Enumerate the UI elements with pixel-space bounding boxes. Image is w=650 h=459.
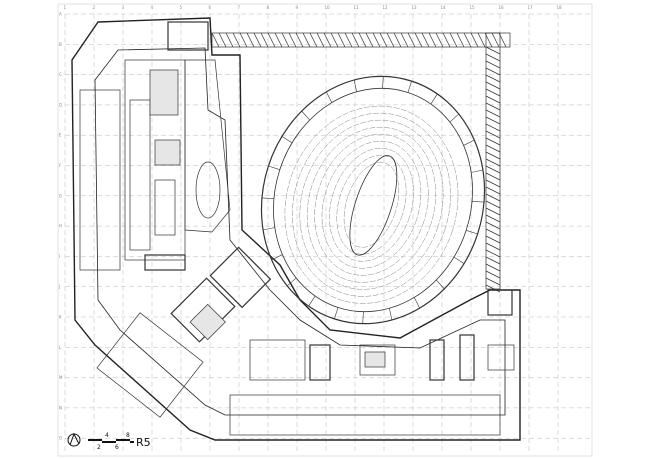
wall-segment xyxy=(362,311,364,324)
grid-column-label: 14 xyxy=(441,5,447,10)
wall-segment xyxy=(268,165,280,171)
grid-row-label: K xyxy=(59,315,62,320)
seating-row xyxy=(336,155,407,255)
wall-segment xyxy=(389,308,393,321)
grid-row-label: D xyxy=(59,102,62,107)
grid-row-label: N xyxy=(59,405,62,410)
seating-row xyxy=(299,119,444,290)
grid-row-label: G xyxy=(59,193,62,198)
grid-column-label: 10 xyxy=(325,5,331,10)
grid-column-label: 17 xyxy=(528,5,534,10)
wall-segment xyxy=(436,279,445,290)
grid-column-label: 2 xyxy=(93,5,96,10)
grid-row-label: C xyxy=(59,72,62,77)
wall-segment xyxy=(430,93,438,105)
grid-column-label: 6 xyxy=(209,5,212,10)
scale-tick-4: 4 xyxy=(105,432,109,439)
wall-segment xyxy=(287,277,297,287)
auditorium xyxy=(260,75,486,325)
grid-row-label: F xyxy=(59,163,62,168)
grid-column-label: 7 xyxy=(238,5,241,10)
wall-segment xyxy=(453,256,465,264)
grid-column-label: 16 xyxy=(499,5,505,10)
grid-row-label: M xyxy=(59,375,63,380)
grid-row-label: B xyxy=(59,42,62,47)
auditorium-inner-wall xyxy=(273,87,473,313)
wall-segment xyxy=(353,79,357,92)
grid-column-label: 8 xyxy=(267,5,270,10)
scale-tick-8: 8 xyxy=(126,432,130,439)
grid-column-label: 11 xyxy=(354,5,360,10)
wall-segment xyxy=(407,81,412,93)
grid-row-label: I xyxy=(59,254,60,259)
wall-segment xyxy=(301,110,310,121)
wall-segment xyxy=(413,297,420,309)
wall-segment xyxy=(471,169,483,173)
grid-column-label: 3 xyxy=(122,5,125,10)
wall-segment xyxy=(382,76,384,89)
grid-column-label: 12 xyxy=(383,5,389,10)
wall-segment xyxy=(449,113,459,123)
grid-column-label: 13 xyxy=(412,5,418,10)
grid-column-label: 18 xyxy=(557,5,563,10)
grid-column-label: 1 xyxy=(64,5,67,10)
rooms xyxy=(79,21,515,436)
grid-row-label: A xyxy=(59,12,62,17)
roof-truss xyxy=(211,32,511,293)
wall-segment xyxy=(281,136,293,144)
wall-segment xyxy=(271,254,283,261)
grid-column-label: 4 xyxy=(151,5,154,10)
grid-column-label: 9 xyxy=(296,5,299,10)
grid-row-label: E xyxy=(59,133,62,138)
seating-row xyxy=(292,112,451,297)
wall-segment xyxy=(263,227,275,231)
seating-row xyxy=(321,141,422,269)
grid-column-label: 5 xyxy=(180,5,183,10)
grid-column-label: 15 xyxy=(470,5,476,10)
sheet-border xyxy=(57,3,593,457)
seating-row xyxy=(306,126,436,283)
scale-tick-6: 6 xyxy=(115,444,119,451)
stage xyxy=(349,155,398,256)
wall-segment xyxy=(472,201,485,203)
scale-tick-2: 2 xyxy=(97,444,101,451)
seating-row xyxy=(314,134,429,276)
wall-segment xyxy=(463,139,475,146)
grid-row-label: H xyxy=(59,224,62,229)
auditorium-outer-wall xyxy=(260,75,486,325)
seating-row xyxy=(329,148,414,262)
wall-segment xyxy=(334,307,339,319)
grid-row-label: J xyxy=(58,284,60,289)
seating-row xyxy=(343,162,400,248)
level-label: R5 xyxy=(136,436,151,449)
wall-segment xyxy=(326,91,333,103)
grid-row-label: L xyxy=(59,345,62,350)
seating-row xyxy=(284,105,459,304)
building-outline xyxy=(71,17,521,441)
wall-segment xyxy=(466,229,478,235)
wall-segment xyxy=(261,197,274,199)
wall-segment xyxy=(308,295,316,307)
scale-bar: 2 4 6 8 R5 xyxy=(67,432,151,451)
grid-row-label: O xyxy=(59,436,62,441)
